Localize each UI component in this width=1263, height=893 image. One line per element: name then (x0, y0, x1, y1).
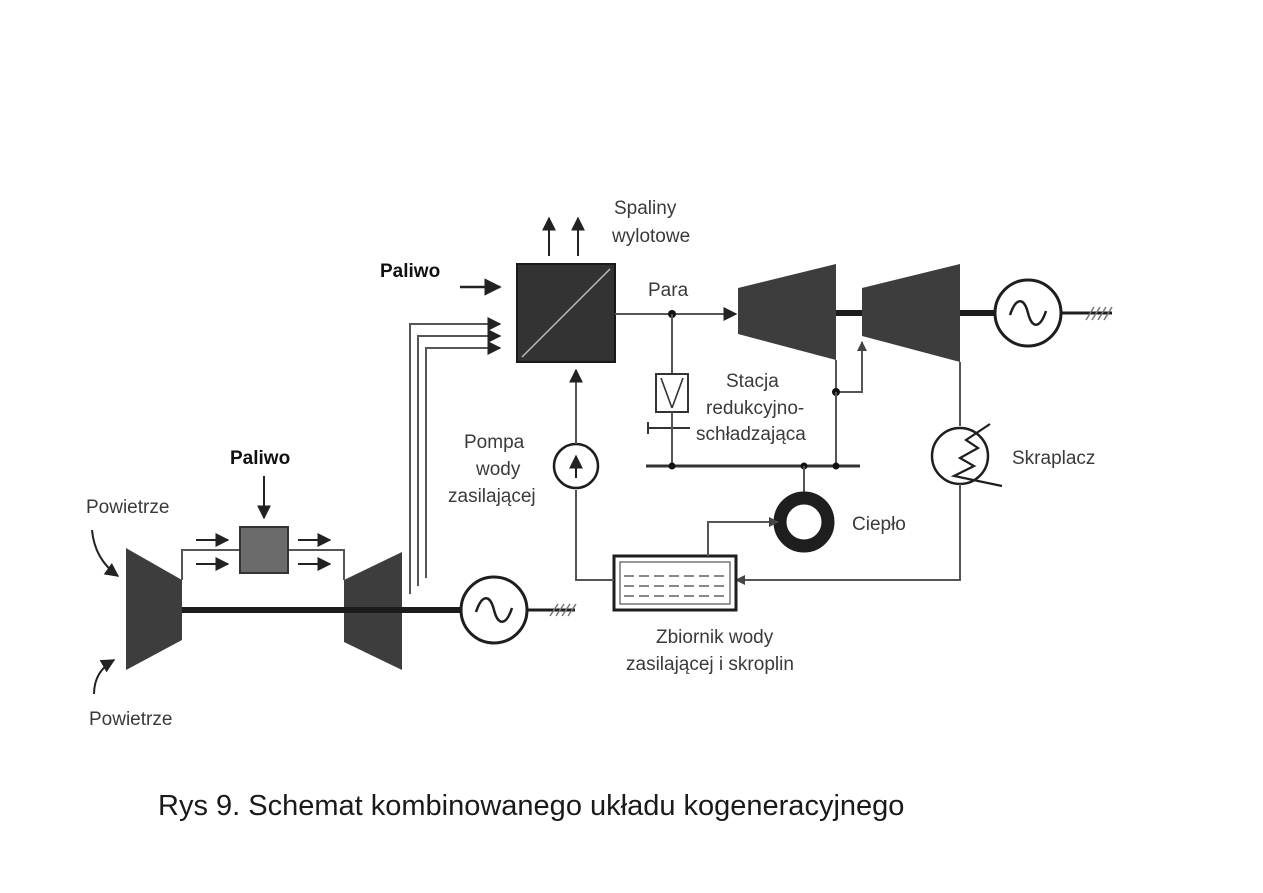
feed-water-pipe (575, 490, 614, 581)
reduction-cooling-station (647, 373, 690, 434)
label-paliwo-combustor: Paliwo (230, 448, 290, 469)
label-stacja-2: redukcyjno- (706, 398, 804, 419)
label-powietrze-top: Powietrze (86, 497, 169, 518)
steam-turbine-lp (862, 264, 960, 362)
exhaust-duct (288, 549, 345, 580)
exhaust-pipe-1 (409, 317, 502, 594)
label-para: Para (648, 280, 689, 301)
label-pompa-3: zasilającej (448, 486, 536, 507)
pump-arrow-icon (552, 442, 600, 490)
boiler-diagonal (521, 268, 611, 358)
heat-header-junction (668, 462, 676, 470)
label-skraplacz: Skraplacz (1012, 448, 1095, 469)
label-zbiornik-2: zasilającej i skroplin (626, 654, 794, 675)
label-pompa-1: Pompa (464, 432, 525, 453)
extraction-pipe (835, 341, 867, 393)
label-pompa-2: wody (475, 459, 521, 480)
combustion-chamber (239, 526, 289, 574)
ground-hatch-icon (1085, 306, 1113, 321)
label-spaliny-1: Spaliny (614, 198, 677, 219)
heat-header-junction (832, 462, 840, 470)
label-powietrze-bottom: Powietrze (89, 709, 172, 730)
generator-gas-turbine (459, 575, 577, 645)
heat-ring-icon (773, 491, 835, 553)
figure-caption: Rys 9. Schemat kombinowanego układu koge… (158, 790, 904, 822)
air-inlet-arrow-bottom (93, 659, 116, 695)
condenser-coil-icon (930, 423, 1003, 488)
generator-steam-turbine (993, 278, 1113, 348)
heat-return-pipe (707, 517, 779, 556)
air-duct (181, 549, 240, 580)
exhaust-pipe-2 (417, 329, 502, 586)
exhaust-pipe-3 (425, 341, 502, 578)
label-stacja-3: schładzająca (696, 424, 806, 445)
label-cieplo: Ciepło (852, 514, 906, 535)
condensate-return-pipe (735, 484, 961, 585)
feed-water-tank (612, 554, 738, 612)
ground-hatch-icon (549, 603, 577, 617)
label-stacja-1: Stacja (726, 371, 779, 392)
steam-turbine-hp (738, 264, 836, 360)
label-zbiornik-1: Zbiornik wody (656, 627, 774, 648)
label-paliwo-boiler: Paliwo (380, 261, 440, 282)
label-spaliny-2: wylotowe (611, 226, 690, 247)
air-inlet-arrow-top (91, 529, 120, 577)
compressor (126, 548, 182, 670)
